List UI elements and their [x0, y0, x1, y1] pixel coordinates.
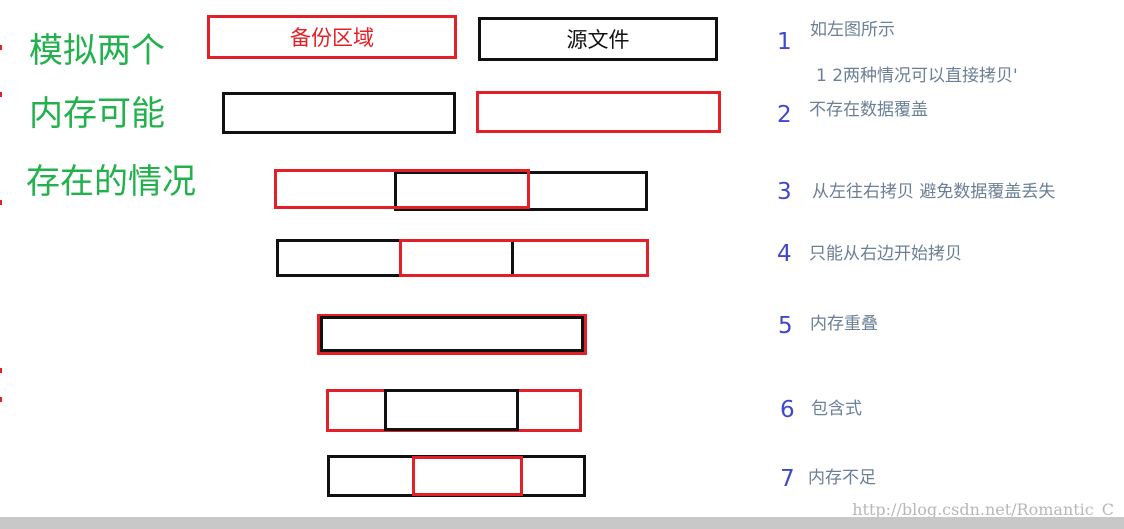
note-text-7: 内存不足 — [808, 468, 876, 488]
edge-mark — [0, 368, 2, 373]
case4-source-block — [276, 239, 514, 277]
note-text-2: 不存在数据覆盖 — [809, 100, 928, 120]
note-text-1: 如左图所示 — [810, 20, 895, 40]
case3-backup-block — [274, 169, 530, 209]
note-number-1: 1 — [777, 29, 792, 55]
case4-backup-block — [399, 239, 649, 277]
source-watermark: http://blog.csdn.net/Romantic_C — [852, 500, 1114, 519]
source-file-box: 源文件 — [478, 17, 718, 61]
note-text-4: 只能从右边开始拷贝 — [809, 244, 962, 264]
note-text-1b: 1 2两种情况可以直接拷贝' — [816, 66, 1018, 86]
case2-backup-block — [476, 91, 721, 133]
note-number-6: 6 — [780, 397, 795, 423]
edge-mark — [0, 92, 2, 97]
case5-backup-block — [317, 314, 587, 355]
note-text-5: 内存重叠 — [810, 314, 878, 334]
edge-mark — [0, 200, 2, 205]
case7-backup-block — [412, 456, 523, 496]
case5-source-block — [320, 316, 584, 352]
note-text-6: 包含式 — [811, 399, 862, 419]
note-text-3: 从左往右拷贝 避免数据覆盖丢失 — [812, 182, 1056, 202]
case6-source-block — [384, 389, 519, 431]
note-number-2: 2 — [777, 102, 792, 128]
note-number-7: 7 — [780, 466, 795, 492]
note-number-4: 4 — [777, 241, 792, 267]
note-number-5: 5 — [778, 313, 793, 339]
backup-region-box: 备份区域 — [207, 15, 457, 59]
note-number-3: 3 — [777, 179, 792, 205]
edge-mark — [0, 397, 2, 402]
edge-mark — [0, 45, 2, 50]
case3-source-block — [394, 171, 648, 211]
scroll-track — [0, 517, 1124, 529]
title-line-2: 内存可能 — [29, 94, 165, 134]
case2-source-block — [222, 92, 456, 134]
title-line-1: 模拟两个 — [29, 31, 165, 71]
title-line-3: 存在的情况 — [26, 162, 196, 202]
